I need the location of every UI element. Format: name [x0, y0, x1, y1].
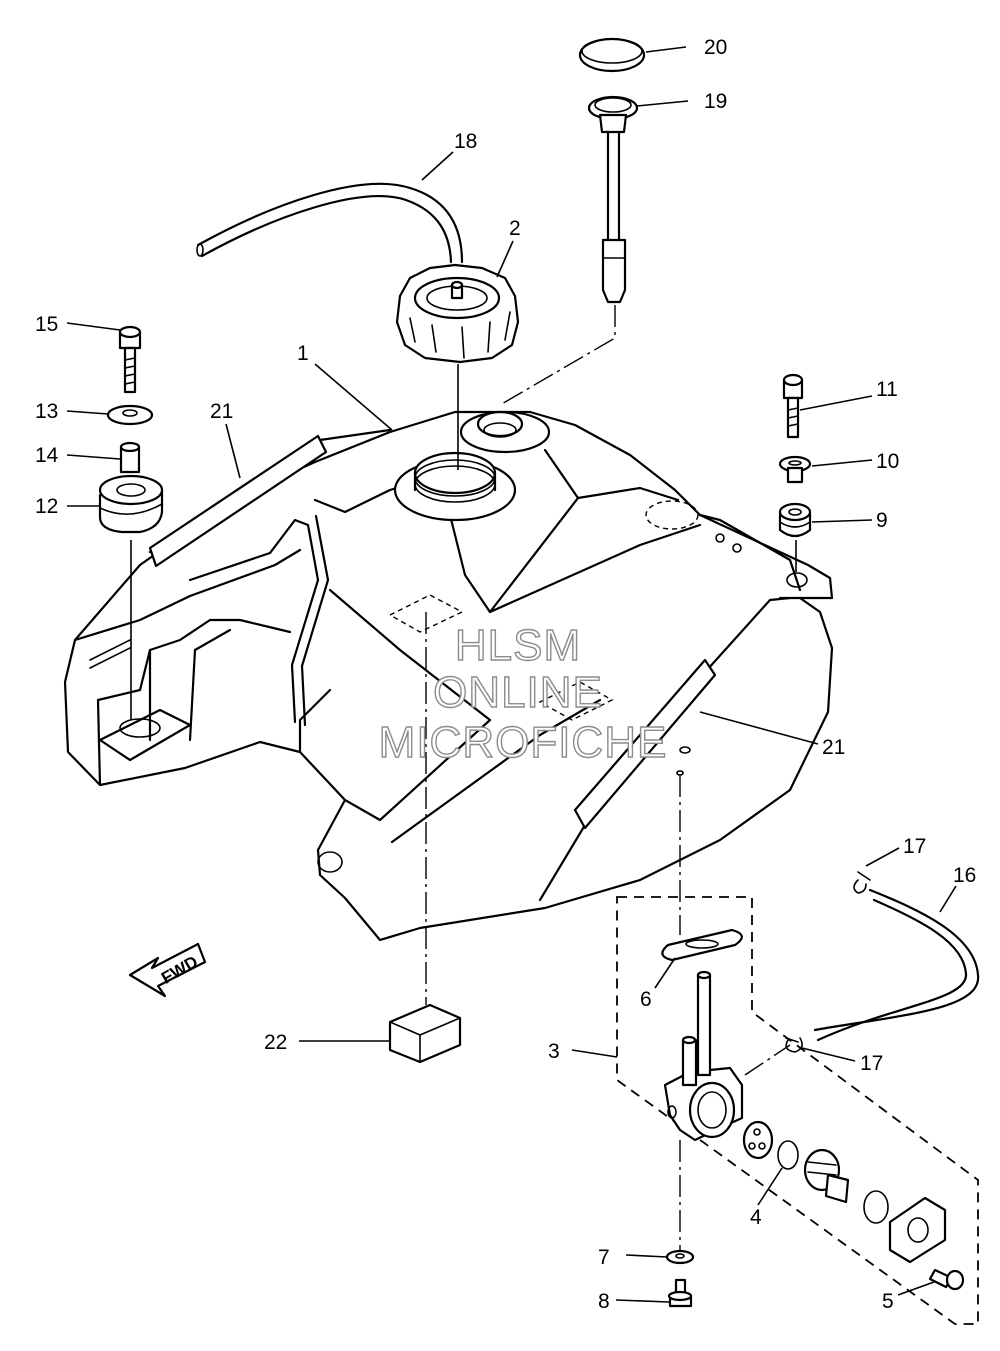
fuel-cock-body	[663, 970, 744, 1142]
bolt-15	[118, 325, 142, 394]
callout-14: 14	[35, 444, 59, 467]
callout-5: 5	[882, 1290, 894, 1313]
fuel-hose	[813, 888, 980, 1042]
watermark-line-1: HLSM	[455, 621, 581, 670]
damper-strip-left	[148, 434, 328, 568]
callout-11: 11	[876, 378, 898, 401]
forward-arrow: FWD	[128, 942, 207, 998]
callout-22: 22	[264, 1031, 287, 1054]
cover-plate	[888, 1196, 947, 1264]
callout-1: 1	[297, 342, 309, 365]
callout-18: 18	[454, 130, 477, 153]
callout-8: 8	[598, 1290, 610, 1313]
bolt-11	[782, 373, 804, 439]
lever-disc	[742, 1120, 774, 1160]
callout-21-left: 21	[210, 400, 233, 423]
callout-2: 2	[509, 217, 521, 240]
callout-13: 13	[35, 400, 58, 423]
collar-10	[778, 455, 812, 484]
grommet-12	[98, 474, 164, 534]
hose-clip-upper	[853, 871, 871, 894]
o-ring-small	[863, 1190, 889, 1224]
fuel-tank	[63, 410, 834, 942]
gauge-port	[459, 410, 551, 454]
callout-3: 3	[548, 1040, 560, 1063]
callout-19: 19	[704, 90, 727, 113]
o-ring-4	[777, 1140, 799, 1170]
callout-10: 10	[876, 450, 899, 473]
cock-lever	[803, 1148, 850, 1204]
callout-12: 12	[35, 495, 58, 518]
strainer-gasket-6	[661, 928, 743, 962]
hose-clip-lower	[785, 1037, 803, 1053]
callout-6: 6	[640, 988, 652, 1011]
callout-15: 15	[35, 313, 58, 336]
bolt-8	[667, 1278, 693, 1308]
filler-neck	[393, 451, 517, 522]
tank-guard-bar	[188, 518, 320, 724]
watermark-line-2: ONLINE	[433, 668, 603, 717]
watermark: HLSM ONLINE MICROFICHE	[378, 620, 668, 767]
damper-pad-22	[388, 1003, 462, 1064]
washer-13	[106, 404, 154, 426]
fuel-gauge	[587, 95, 639, 304]
watermark-line-3: MICROFICHE	[379, 718, 668, 767]
callout-21-right: 21	[822, 736, 845, 759]
collar-14	[119, 441, 141, 474]
callout-7: 7	[598, 1246, 610, 1269]
fuel-gauge-cap	[578, 37, 646, 73]
screw-5	[928, 1268, 965, 1291]
callout-9: 9	[876, 509, 888, 532]
fuel-cap	[395, 263, 520, 364]
grommet-9	[778, 502, 812, 538]
callout-20: 20	[704, 36, 727, 59]
washer-7	[665, 1249, 695, 1265]
callout-4: 4	[750, 1206, 762, 1229]
callout-16: 16	[953, 864, 976, 887]
breather-hose	[196, 182, 464, 264]
callout-17-lower: 17	[860, 1052, 883, 1075]
damper-strip-right	[573, 658, 717, 830]
callout-17-upper: 17	[903, 835, 926, 858]
